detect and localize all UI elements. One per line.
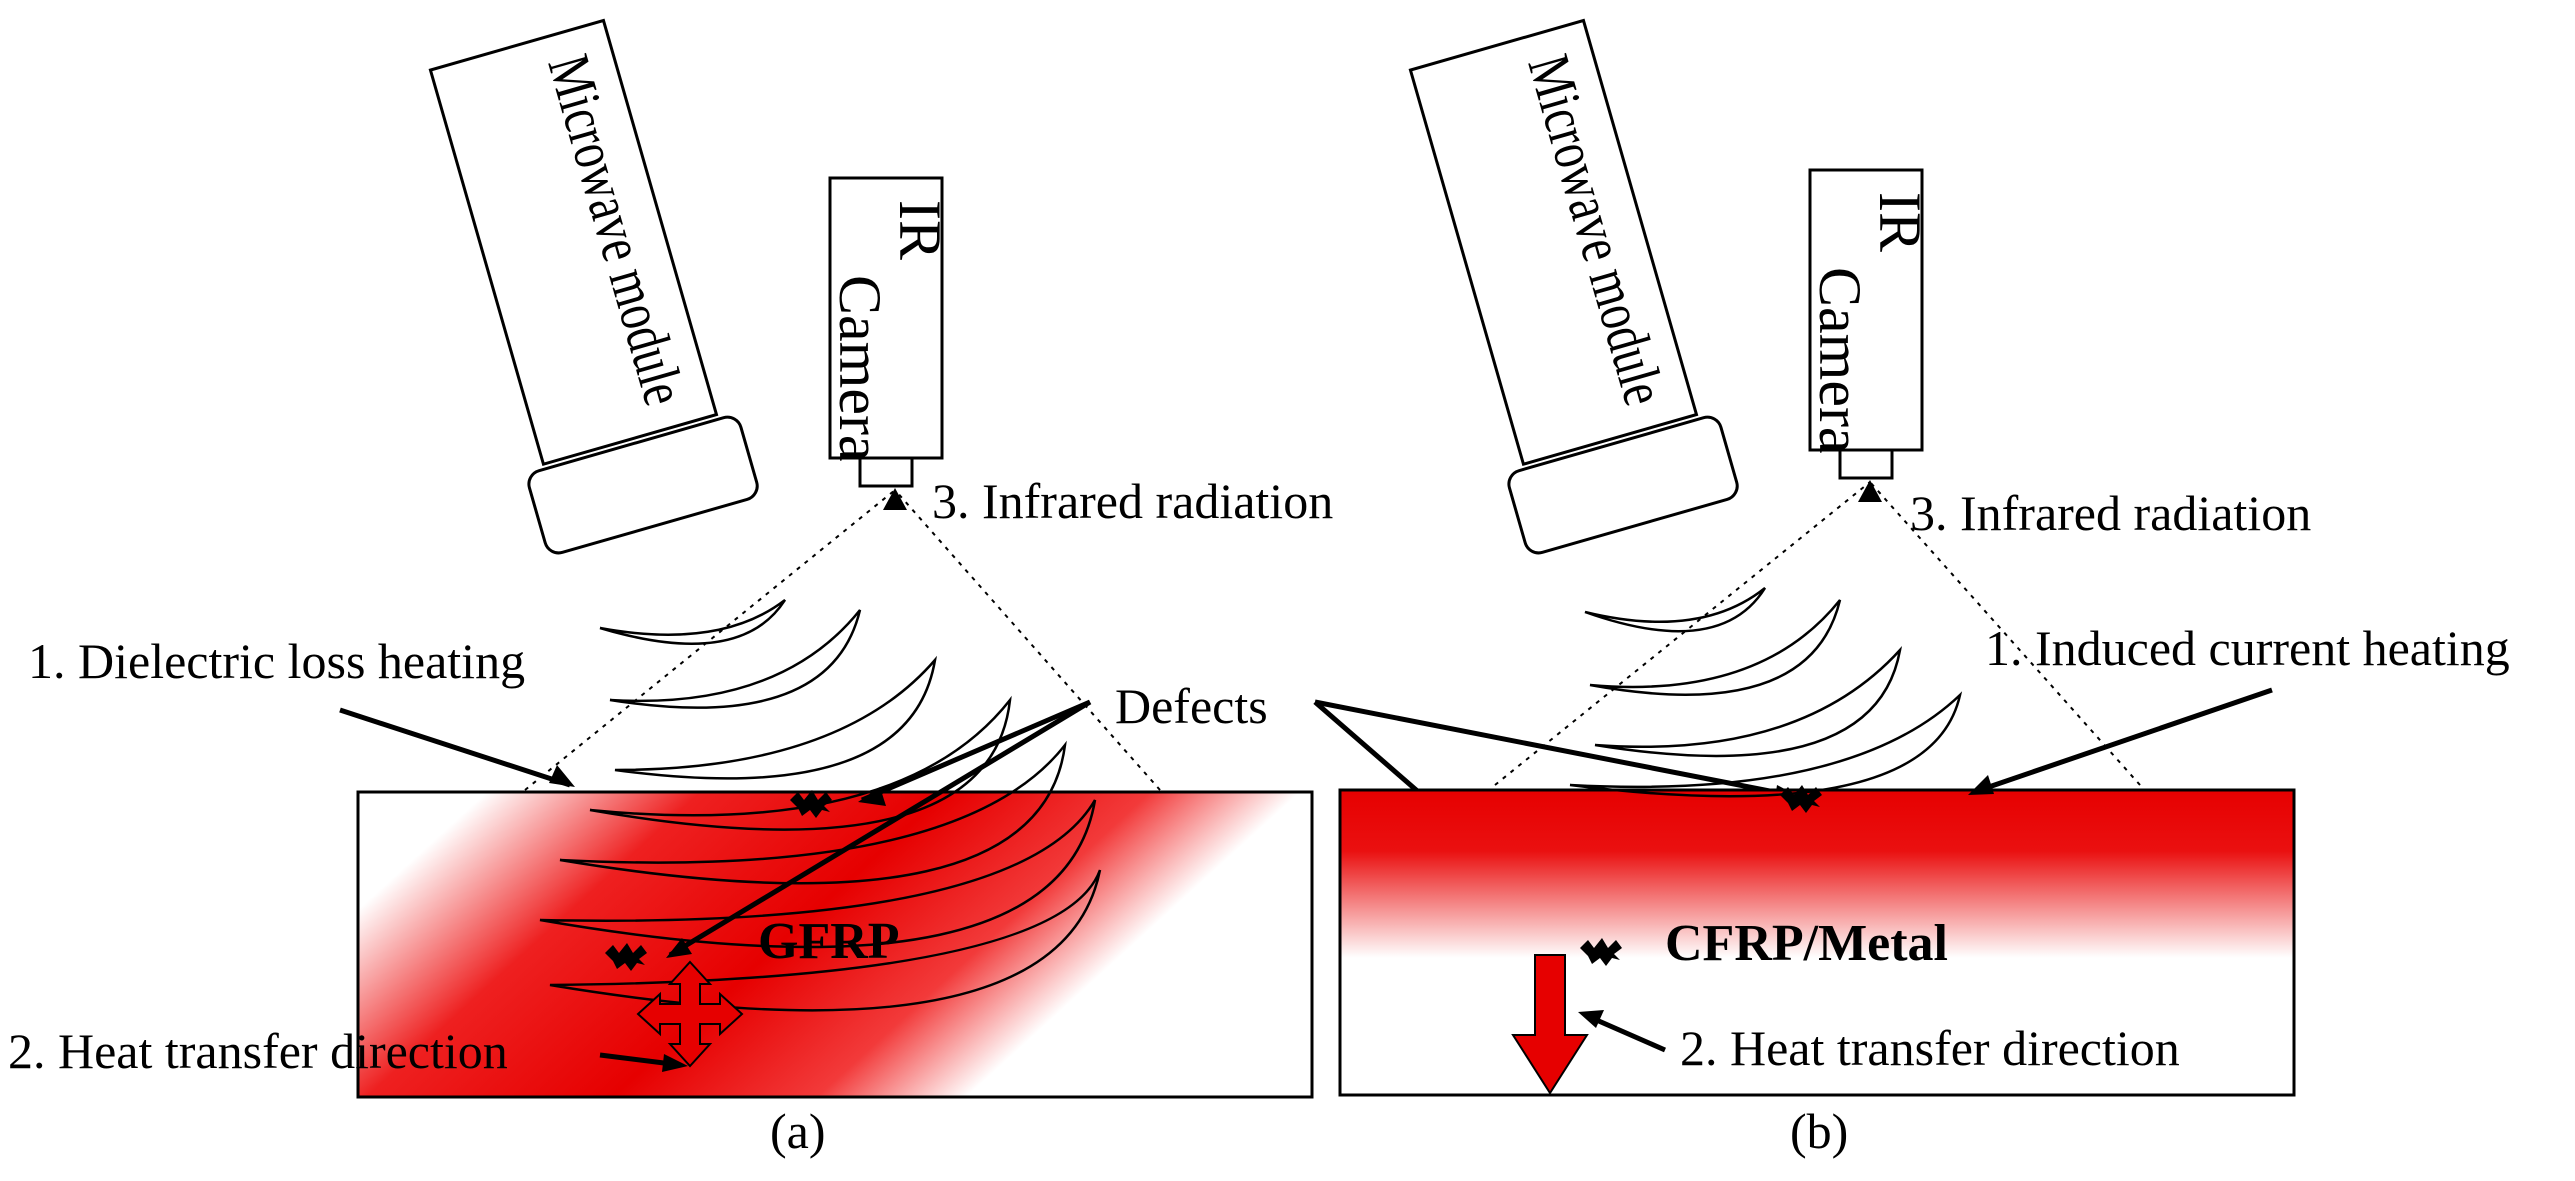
infrared-radiation-lines-b (1494, 481, 2141, 786)
radiation-label-b: 3. Infrared radiation (1910, 485, 2311, 541)
heat-transfer-label-b: 2. Heat transfer direction (1680, 1020, 2180, 1076)
material-label-b: CFRP/Metal (1665, 915, 1948, 972)
panel-a: Microwave module IR Camera (8, 18, 1333, 1159)
ir-camera-label-a-1: IR (887, 200, 953, 260)
defect-b-top (1780, 785, 1822, 813)
panel-b: Microwave module IR Camera (1338, 18, 2510, 1159)
microwave-module-a: Microwave module (428, 18, 759, 555)
microwave-waves-b (1569, 587, 1963, 798)
radiation-label-a: 3. Infrared radiation (932, 473, 1333, 529)
heating-label-a: 1. Dielectric loss heating (28, 633, 525, 689)
leader-arrowheads-b (1578, 775, 1994, 1028)
defect-a-top (790, 790, 832, 818)
cfrp-specimen (1338, 788, 2296, 1097)
infrared-radiation-lines-a (524, 489, 1161, 791)
heating-label-b: 1. Induced current heating (1985, 620, 2510, 676)
radiation-arrowhead-b (1858, 480, 1882, 502)
ir-camera-a: IR Camera (827, 176, 953, 488)
leader-lines-a (339, 699, 1092, 1068)
heat-transfer-cross-arrow (636, 960, 744, 1068)
defects-label: Defects (1115, 678, 1268, 734)
microwave-module-b: Microwave module (1408, 18, 1739, 555)
defect-b-bottom (1580, 938, 1622, 966)
material-label-a: GFRP (758, 913, 900, 970)
microwave-waves-a (539, 599, 1102, 1012)
leader-arrowheads-a (549, 765, 886, 1072)
caption-a: (a) (770, 1103, 826, 1159)
gfrp-specimen (356, 790, 1314, 1099)
defect-marks-b (1580, 785, 1822, 966)
radiation-arrowhead-a (883, 488, 907, 510)
heat-transfer-label-a: 2. Heat transfer direction (8, 1023, 508, 1079)
heat-transfer-down-arrow (1511, 954, 1589, 1095)
ir-camera-b: IR Camera (1807, 168, 1933, 480)
caption-b: (b) (1790, 1103, 1848, 1159)
defect-a-bottom (605, 943, 647, 971)
ir-camera-label-b-1: IR (1867, 192, 1933, 252)
ir-camera-label-b-2: Camera (1807, 267, 1873, 454)
ir-camera-label-a-2: Camera (827, 275, 893, 462)
defect-marks-a (605, 790, 832, 971)
